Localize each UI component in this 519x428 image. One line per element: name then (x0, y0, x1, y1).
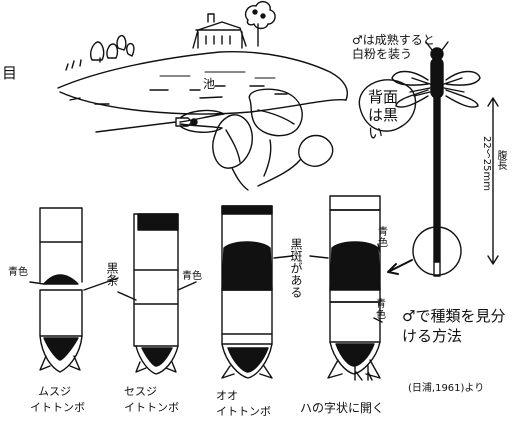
stems (231, 139, 301, 191)
damselfly-large-wings (391, 70, 481, 108)
specimen-oo (221, 205, 273, 379)
specimen-right (327, 195, 381, 379)
small-trees-icon (89, 34, 135, 63)
damselfly-large-antennae (425, 41, 449, 51)
leaf-3 (298, 134, 334, 167)
species-2-bottom: イトトンボ (124, 401, 179, 414)
edge-glyph: 目 (2, 64, 18, 82)
label-blue-top-right: 青色 (378, 227, 388, 249)
pointer-arrow (387, 259, 413, 275)
magnifier-circle (412, 226, 462, 276)
damselfly-large-legs (409, 77, 465, 93)
species-3-bottom: イトトンボ (216, 405, 271, 418)
bottom-note: ハの字状に開く (300, 401, 385, 415)
dorsal-bubble (358, 79, 417, 132)
top-note: ♂は成熟すると白粉を装う (352, 33, 435, 61)
species-1-bottom: イトトンボ (30, 401, 85, 414)
length-label: 22〜25mm (481, 136, 492, 191)
dorsal-note: 背面は黒い (368, 88, 399, 142)
leaf-1 (248, 88, 303, 137)
label-blue-bottom-right: 青色 (376, 299, 386, 321)
specimen-mussuji (39, 207, 83, 373)
damselfly-perched (95, 109, 225, 133)
label-black-stripe: 黒条 (105, 262, 119, 286)
specimen-sesuji (133, 213, 179, 375)
label-blue-left: 青色 (8, 267, 28, 278)
citation: (日浦,1961)より (408, 383, 485, 394)
body-label: 腹長 (495, 150, 506, 170)
label-black-spot: 黒斑がある (289, 238, 303, 298)
species-1-top: ムスジ (38, 385, 71, 398)
method-note: ♂で種類を見分ける方法 (402, 307, 506, 346)
hill-outline (57, 50, 348, 101)
label-blue-second: 青色 (182, 271, 202, 282)
pond-label: 池 (203, 77, 216, 91)
tree-icon (244, 0, 276, 47)
damselfly-large-abdomen (433, 97, 441, 263)
species-3-top: オオ (216, 389, 238, 402)
length-arrow (487, 97, 499, 265)
house-icon (192, 21, 247, 49)
species-2-top: セスジ (124, 385, 157, 398)
